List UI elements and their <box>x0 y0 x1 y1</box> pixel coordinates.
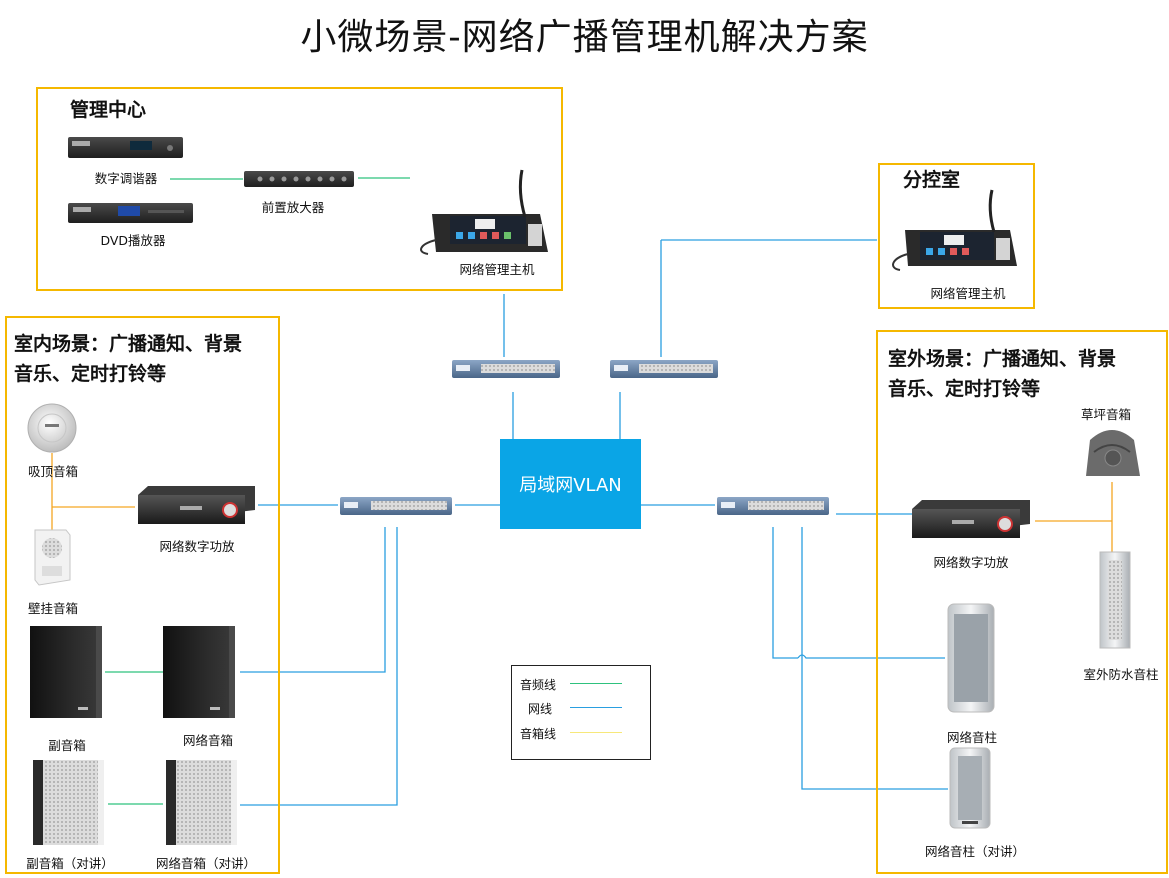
audio-cables <box>105 177 410 805</box>
outdoor-amplifier-label: 网络数字功放 <box>933 555 1009 570</box>
outdoor-scene-title: 室外场景：广播通知、背景音乐、定时打铃等 <box>888 348 1117 400</box>
host-main-label: 网络管理主机 <box>459 262 535 277</box>
net-column-talk-label: 网络音柱（对讲） <box>924 844 1026 859</box>
wall-speaker-label: 壁挂音箱 <box>27 601 79 616</box>
net-speaker-label: 网络音箱 <box>182 733 234 748</box>
core-switch-left <box>452 360 560 378</box>
preamp-label: 前置放大器 <box>261 200 325 215</box>
legend-swatch <box>570 707 622 708</box>
network-cables <box>240 239 948 806</box>
digital-tuner-device <box>68 137 183 158</box>
net-speaker-black-device <box>163 626 235 718</box>
outdoor-amplifier-device <box>912 500 1030 538</box>
branch-control-box <box>878 163 1035 309</box>
ceiling-speaker-label: 吸顶音箱 <box>27 464 79 479</box>
net-speaker-talk-label: 网络音箱（对讲） <box>155 856 257 871</box>
indoor-switch <box>340 497 452 515</box>
net-column-label: 网络音柱 <box>946 730 998 745</box>
network-host-branch-device <box>892 189 1017 271</box>
sub-speaker-talk-label: 副音箱（对讲） <box>26 856 114 871</box>
indoor-scene-box <box>5 316 280 874</box>
indoor-amplifier-device <box>138 486 255 524</box>
ceiling-speaker-device <box>27 403 77 453</box>
legend-label: 网线 <box>528 702 553 716</box>
indoor-scene-title: 室内场景：广播通知、背景音乐、定时打铃等 <box>14 333 243 385</box>
outdoor-column-label: 室外防水音柱 <box>1083 667 1159 682</box>
preamplifier-device <box>244 171 354 187</box>
sub-speaker-label: 副音箱 <box>48 738 86 753</box>
management-center-title: 管理中心 <box>70 99 147 121</box>
page-title: 小微场景-网络广播管理机解决方案 <box>300 17 869 58</box>
lan-vlan-node: 局域网VLAN <box>500 439 641 529</box>
net-column-speaker-device <box>947 603 995 713</box>
network-host-main-device <box>420 169 548 255</box>
lawn-speaker-label: 草坪音箱 <box>1080 407 1132 422</box>
sub-speaker-black-device <box>30 626 102 718</box>
network-cable <box>772 527 798 659</box>
legend-swatch <box>570 732 622 733</box>
legend-item-audio: 音频线 <box>512 673 650 693</box>
network-cable <box>240 527 398 806</box>
net-speaker-talk-device <box>166 760 237 845</box>
net-column-talk-speaker-device <box>949 747 991 829</box>
legend-label: 音频线 <box>520 678 557 692</box>
tuner-label: 数字调谐器 <box>94 171 158 186</box>
outdoor-switch <box>717 497 829 515</box>
legend-item-speaker: 音箱线 <box>512 722 650 742</box>
legend-item-network: 网线 <box>512 697 650 717</box>
wall-speaker-device <box>34 529 71 586</box>
sub-speaker-talk-device <box>33 760 104 845</box>
lawn-speaker-device <box>1086 430 1140 476</box>
legend-swatch <box>570 683 622 684</box>
legend-label: 音箱线 <box>520 727 557 741</box>
network-cable <box>801 527 948 790</box>
dvd-player-device <box>68 203 193 223</box>
core-switch-right <box>610 360 718 378</box>
management-center-box <box>36 87 563 291</box>
dvd-label: DVD播放器 <box>100 233 166 248</box>
outdoor-column-speaker-device <box>1099 551 1131 649</box>
outdoor-scene-box <box>876 330 1168 874</box>
network-cable <box>240 527 386 673</box>
host-branch-label: 网络管理主机 <box>930 286 1006 301</box>
speaker-cables <box>51 453 1113 552</box>
branch-control-title: 分控室 <box>903 169 961 191</box>
indoor-amplifier-label: 网络数字功放 <box>159 539 235 554</box>
legend: 音频线 网线 音箱线 <box>511 665 651 760</box>
